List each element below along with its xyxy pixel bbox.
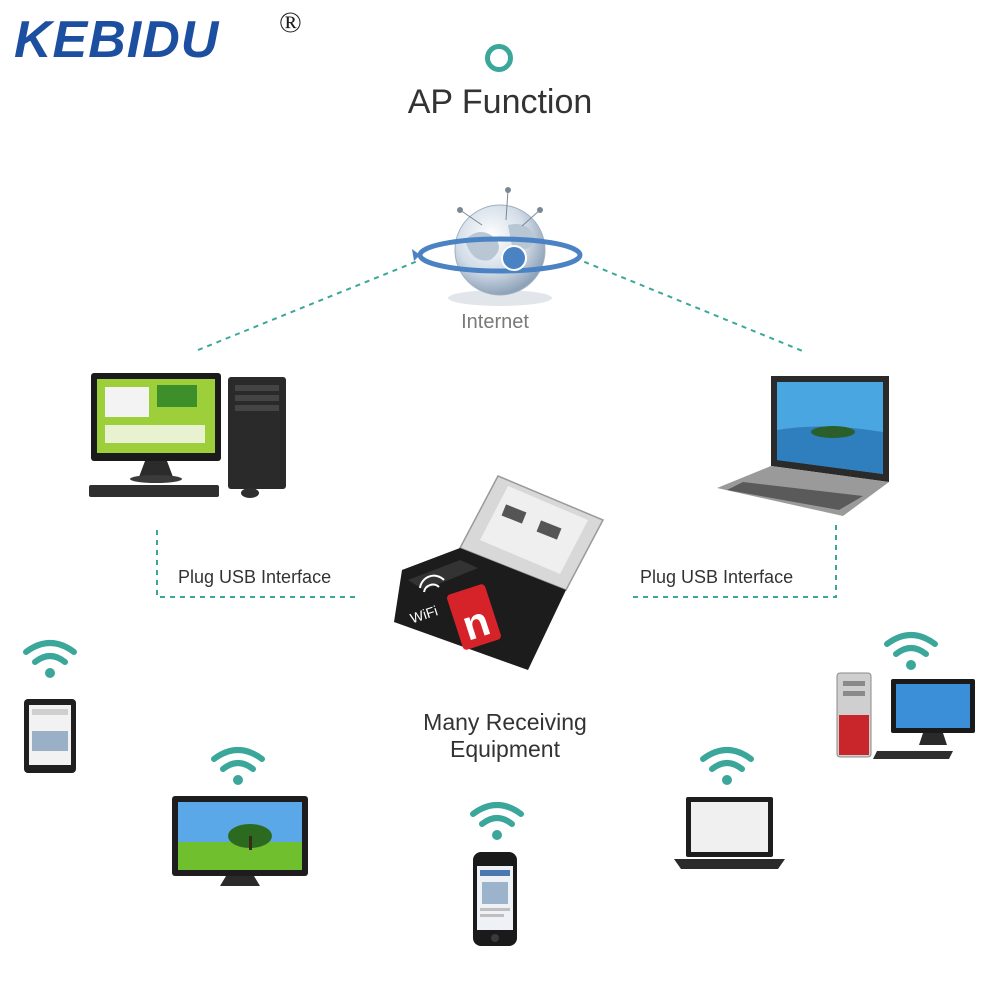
wifi-icon: [884, 632, 938, 670]
adapter-n-badge: [447, 584, 501, 650]
line-desktop-to-adapter: [156, 530, 360, 598]
desktop-small-icon: [836, 672, 975, 759]
wifi-icon: [211, 747, 265, 785]
globe-icon: [412, 187, 583, 306]
line-laptop-to-adapter: [628, 525, 837, 598]
laptop-small-icon: [674, 797, 785, 869]
receivers-label-line1: Many Receiving: [423, 709, 587, 735]
tablet-icon: [24, 699, 76, 773]
phone-icon: [473, 852, 517, 946]
tv-icon: [172, 796, 308, 886]
line-globe-to-laptop: [574, 257, 806, 353]
wifi-icon: [700, 747, 754, 785]
brand-logo: KEBIDU: [14, 11, 220, 69]
receivers-label: Many Receiving Equipment: [380, 709, 630, 763]
line-globe-to-desktop: [197, 257, 426, 351]
wifi-icon: [23, 640, 77, 678]
desktop-pc-icon: [89, 373, 286, 498]
page-title: AP Function: [407, 83, 593, 121]
laptop-icon: [717, 376, 889, 516]
wifi-icon: [470, 802, 524, 840]
registered-mark: ®: [279, 6, 302, 39]
plug-usb-label-left: Plug USB Interface: [178, 567, 332, 587]
plug-usb-label-right: Plug USB Interface: [640, 567, 794, 587]
title-ring-icon: [485, 44, 513, 72]
receivers-label-line2: Equipment: [450, 736, 560, 763]
internet-label: Internet: [461, 311, 529, 333]
usb-adapter-icon: WiFi n: [394, 475, 605, 670]
